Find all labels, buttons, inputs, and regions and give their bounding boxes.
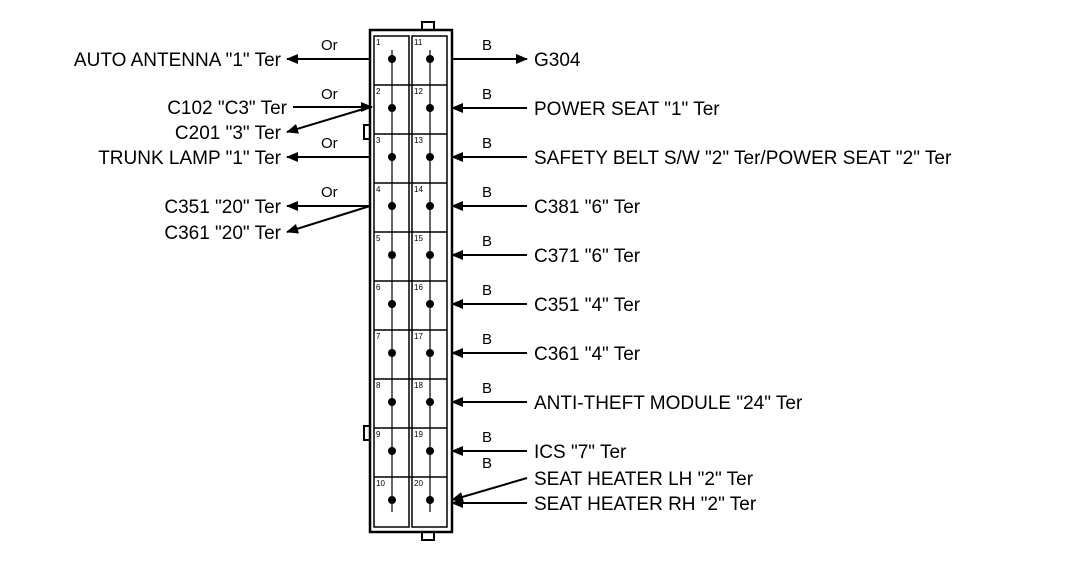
right-label-anti-theft: ANTI-THEFT MODULE "24" Ter [534,393,803,414]
left-label-c361-20: C361 "20" Ter [164,223,281,244]
pin-number: 7 [376,332,381,341]
right-wires [451,54,528,508]
left-label-trunk-lamp: TRUNK LAMP "1" Ter [98,148,281,169]
pin-number: 16 [414,283,423,292]
pin-number: 6 [376,283,381,292]
pin-dot [426,55,434,63]
pin-number: 19 [414,430,423,439]
pin-dot [426,398,434,406]
pin-number: 11 [414,38,423,47]
wire-color-pin19: B [482,429,492,446]
pin-number: 14 [414,185,423,194]
left-wires [286,54,373,234]
left-label-auto-antenna: AUTO ANTENNA "1" Ter [74,50,282,71]
wire-arrow-pin20-a [451,477,528,502]
connector-tab-bottom [421,531,435,541]
pin-dot [388,349,396,357]
pin-number: 13 [414,136,423,145]
pin-dot [426,202,434,210]
pin-dot [426,251,434,259]
right-label-c381: C381 "6" Ter [534,197,641,218]
pin-number: 20 [414,479,423,488]
pin-number: 9 [376,430,381,439]
connector [363,21,454,541]
right-label-power-seat: POWER SEAT "1" Ter [534,99,720,120]
wire-color-pin16: B [482,282,492,299]
pin-number: 8 [376,381,381,390]
left-label-c102: C102 "C3" Ter [167,98,287,119]
pin-dot [388,447,396,455]
wire-color-pin1: Or [321,37,338,54]
right-label-c361-4: C361 "4" Ter [534,344,641,365]
pin-dot [426,153,434,161]
pin-dot [388,398,396,406]
wire-color-pin17: B [482,331,492,348]
pin-number: 15 [414,234,423,243]
connector-latch-upper [363,124,371,140]
wire-color-pin13: B [482,135,492,152]
right-label-c371: C371 "6" Ter [534,246,641,267]
connector-housing [368,28,454,534]
pin-numbers: 1 2 3 4 5 6 7 8 9 10 11 12 13 14 15 16 1… [376,38,423,488]
pin-number: 4 [376,185,381,194]
wire-arrow-pin2-b [286,106,371,134]
wire-color-pin15: B [482,233,492,250]
pin-dot [426,496,434,504]
pin-dot [388,300,396,308]
right-label-seat-heater-rh: SEAT HEATER RH "2" Ter [534,494,757,515]
pin-number: 10 [376,479,385,488]
wire-color-pin18: B [482,380,492,397]
right-label-safety-belt: SAFETY BELT S/W "2" Ter/POWER SEAT "2" T… [534,148,952,169]
left-label-c351-20: C351 "20" Ter [164,197,281,218]
pin-number: 12 [414,87,423,96]
connector-tab-top [421,21,435,31]
wire-color-pin11: B [482,37,492,54]
pin-dot [426,300,434,308]
wire-color-pin20: B [482,455,492,472]
pin-dot [388,251,396,259]
right-label-c351-4: C351 "4" Ter [534,295,641,316]
pin-number: 2 [376,87,381,96]
pin-dot [388,153,396,161]
pin-dot [388,55,396,63]
pin-number: 3 [376,136,381,145]
wire-color-pin14: B [482,184,492,201]
left-label-c201: C201 "3" Ter [175,123,282,144]
pin-number: 17 [414,332,423,341]
wire-color-pin2: Or [321,86,338,103]
pin-dot [388,104,396,112]
right-label-ics: ICS "7" Ter [534,442,627,463]
wire-arrow-pin4-b [286,205,371,234]
connector-cell-dividers [374,84,447,478]
pin-dot [426,104,434,112]
pin-dot [426,349,434,357]
right-label-g304: G304 [534,50,581,71]
pin-number: 1 [376,38,381,47]
wire-color-pin12: B [482,86,492,103]
right-label-seat-heater-lh: SEAT HEATER LH "2" Ter [534,469,754,490]
wire-color-pin3: Or [321,135,338,152]
pin-number: 5 [376,234,381,243]
pin-dot [388,202,396,210]
pin-dot [388,496,396,504]
wire-color-pin4: Or [321,184,338,201]
pin-dot [426,447,434,455]
pin-dots [388,55,434,504]
pin-number: 18 [414,381,423,390]
connector-latch-lower [363,425,371,441]
